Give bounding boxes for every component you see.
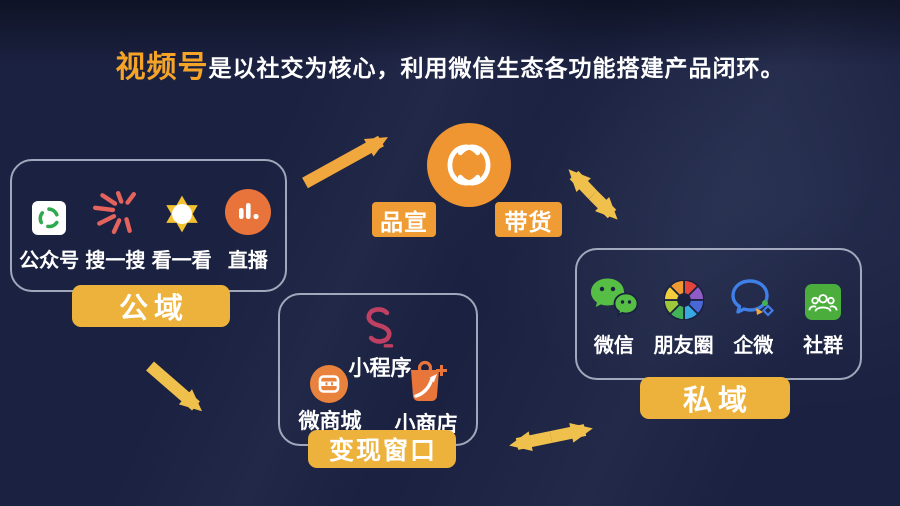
cell-community: 社群 [788, 270, 858, 378]
badge-monetization-window: 变现窗口 [308, 430, 456, 468]
wechat-channels-hub [427, 123, 511, 207]
label-community: 社群 [803, 335, 844, 357]
label-mini-program: 小程序 [348, 357, 412, 380]
micro-mall-icon [310, 365, 348, 403]
tag-brand-promotion: 品宣 [372, 202, 436, 237]
moments-icon [663, 280, 704, 320]
panel-monetization: 小程序 微商城 小商店 [278, 293, 478, 446]
top-stories-icon [165, 195, 198, 233]
tag-selling-goods: 带货 [495, 202, 562, 237]
wechat-channels-icon [447, 144, 491, 186]
title-highlight: 视频号 [115, 51, 209, 84]
label-top-stories: 看一看 [151, 250, 212, 272]
search-burst-icon [93, 190, 137, 235]
title-rest: 是以社交为核心，利用微信生态各功能搭建产品闭环。 [208, 55, 785, 81]
cell-moments: 朋友圈 [649, 270, 719, 378]
badge-private-domain: 私域 [640, 377, 790, 419]
cell-official-account: 公众号 [16, 185, 82, 290]
mini-shop-icon [411, 360, 447, 401]
cell-live: 直播 [215, 185, 281, 290]
mini-program-icon [366, 307, 394, 348]
label-wecom: 企微 [733, 335, 774, 357]
label-moments: 朋友圈 [653, 335, 714, 357]
live-icon [224, 189, 271, 235]
arrow-hub-private-double [568, 169, 618, 220]
cell-wecom: 企微 [719, 270, 789, 378]
arrow-public-to-hub [302, 135, 389, 189]
badge-public-domain: 公域 [72, 285, 230, 327]
page-title: 视频号是以社交为核心，利用微信生态各功能搭建产品闭环。 [0, 42, 900, 86]
cell-top-stories: 看一看 [149, 185, 215, 290]
cell-search: 搜一搜 [82, 185, 148, 290]
cell-wechat: 微信 [579, 270, 649, 378]
label-wechat: 微信 [593, 335, 634, 357]
label-official-account: 公众号 [19, 250, 80, 272]
wecom-icon [731, 279, 775, 317]
label-micro-mall: 微商城 [298, 410, 362, 433]
panel-public-domain: 公众号 搜一搜 [10, 159, 287, 292]
official-account-icon [32, 201, 67, 235]
panel-private-domain: 微信 朋友圈 [575, 248, 862, 380]
community-icon [805, 284, 842, 320]
label-search: 搜一搜 [85, 250, 146, 272]
arrow-monetize-private-double [509, 423, 593, 451]
arrow-public-to-monetize [146, 361, 203, 412]
wechat-icon [590, 278, 639, 317]
label-live: 直播 [227, 250, 268, 272]
